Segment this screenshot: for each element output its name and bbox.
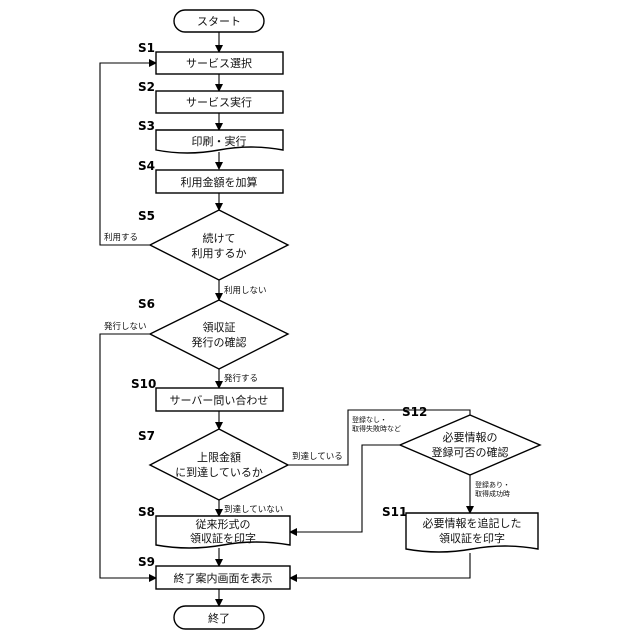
decision-s5-line2: 利用するか bbox=[192, 247, 247, 260]
process-s10-label: サーバー問い合わせ bbox=[170, 393, 269, 407]
document-s3-label: 印刷・実行 bbox=[192, 134, 247, 148]
arrow-s6-no-to-s9 bbox=[100, 334, 156, 578]
decision-s12-line1: 必要情報の bbox=[443, 431, 498, 444]
edge-label-s5-yes: 利用する bbox=[104, 232, 138, 243]
document-s11-line2: 領収証を印字 bbox=[439, 531, 505, 545]
decision-s6: 領収証 発行の確認 bbox=[150, 300, 288, 369]
decision-s6-line2: 発行の確認 bbox=[192, 335, 247, 349]
end-terminator: 終了 bbox=[174, 606, 264, 629]
end-label: 終了 bbox=[208, 611, 230, 625]
arrow-s11-to-s9 bbox=[290, 553, 470, 578]
document-s8-line1: 従来形式の bbox=[196, 518, 251, 531]
step-label-s1: S1 bbox=[138, 41, 155, 55]
edge-label-s12-fail-line2: 取得失敗時など bbox=[352, 424, 401, 433]
document-s3: 印刷・実行 bbox=[156, 130, 283, 153]
process-s2: サービス実行 bbox=[156, 91, 283, 113]
edge-label-s12-ok-line2: 取得成功時 bbox=[475, 489, 510, 498]
edge-label-s12-fail-line1: 登録なし・ bbox=[352, 415, 387, 424]
decision-s7-line1: 上限金額 bbox=[197, 450, 241, 464]
process-s9-label: 終了案内画面を表示 bbox=[174, 571, 273, 585]
edge-label-s5-no: 利用しない bbox=[224, 285, 267, 296]
edge-label-s7-yes: 到達している bbox=[292, 451, 343, 462]
step-label-s2: S2 bbox=[138, 80, 155, 94]
edge-label-s12-ok-line1: 登録あり・ bbox=[475, 480, 510, 489]
start-label: スタート bbox=[197, 15, 241, 28]
edge-label-s6-no: 発行しない bbox=[104, 321, 147, 332]
step-label-s7: S7 bbox=[138, 429, 155, 443]
decision-s6-line1: 領収証 bbox=[203, 320, 236, 334]
edge-label-s7-no: 到達していない bbox=[224, 504, 283, 515]
decision-s7-line2: に到達しているか bbox=[175, 466, 263, 479]
process-s9: 終了案内画面を表示 bbox=[156, 566, 290, 589]
decision-s5-line1: 続けて bbox=[203, 231, 236, 245]
step-label-s9: S9 bbox=[138, 555, 155, 569]
decision-s12-line2: 登録可否の確認 bbox=[432, 445, 509, 459]
process-s2-label: サービス実行 bbox=[186, 95, 252, 109]
start-terminator: スタート bbox=[174, 10, 264, 32]
step-label-s5: S5 bbox=[138, 209, 155, 223]
process-s1-label: サービス選択 bbox=[186, 56, 252, 70]
decision-s12: 必要情報の 登録可否の確認 bbox=[400, 415, 540, 475]
step-label-s11: S11 bbox=[382, 505, 407, 519]
document-s11: 必要情報を追記した 領収証を印字 bbox=[406, 513, 538, 552]
document-s11-line1: 必要情報を追記した bbox=[423, 516, 522, 530]
decision-s7: 上限金額 に到達しているか bbox=[150, 429, 288, 500]
document-s8-line2: 領収証を印字 bbox=[190, 531, 256, 545]
step-label-s6: S6 bbox=[138, 297, 155, 311]
step-label-s10: S10 bbox=[131, 377, 156, 391]
step-label-s4: S4 bbox=[138, 159, 155, 173]
process-s1: サービス選択 bbox=[156, 52, 283, 74]
process-s4: 利用金額を加算 bbox=[156, 170, 283, 193]
step-label-s3: S3 bbox=[138, 119, 155, 133]
document-s8: 従来形式の 領収証を印字 bbox=[156, 516, 290, 548]
process-s4-label: 利用金額を加算 bbox=[181, 175, 258, 189]
decision-s5: 続けて 利用するか bbox=[150, 210, 288, 280]
edge-label-s6-yes: 発行する bbox=[224, 373, 258, 384]
process-s10: サーバー問い合わせ bbox=[156, 388, 283, 411]
step-label-s12: S12 bbox=[402, 405, 427, 419]
step-label-s8: S8 bbox=[138, 505, 155, 519]
